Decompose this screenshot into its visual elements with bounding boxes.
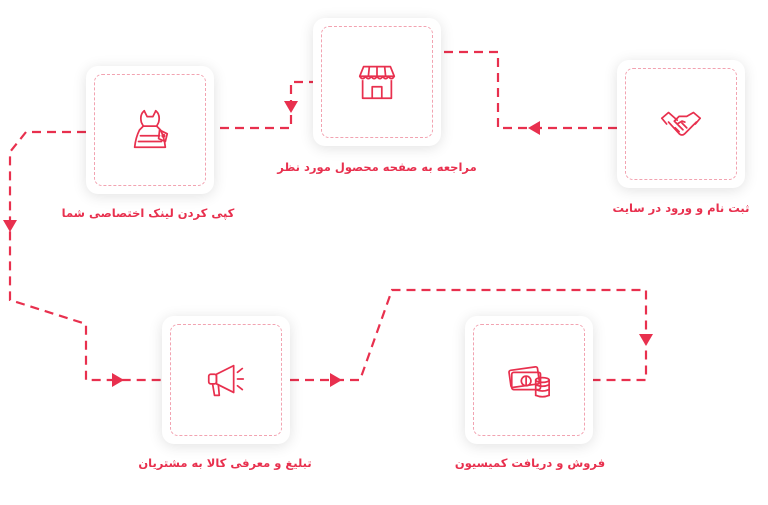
connector-3-4 xyxy=(8,130,162,382)
money-coins-icon xyxy=(508,365,550,398)
arrowhead-5 xyxy=(330,373,342,387)
handshake-icon xyxy=(660,111,702,136)
arrowhead-2 xyxy=(284,101,298,113)
step-label-advertise: تبلیغ و معرفی کالا به مشتریان xyxy=(138,456,312,470)
step-card-advertise xyxy=(162,316,290,444)
store-icon xyxy=(358,65,396,100)
arrowhead-4 xyxy=(112,373,124,387)
step-label-register: ثبت نام و ورود در سایت xyxy=(612,201,750,215)
step-card-frame xyxy=(170,324,282,436)
megaphone-icon xyxy=(207,364,245,397)
step-card-product-page xyxy=(313,18,441,146)
step-card-copy-link xyxy=(86,66,214,194)
arrowhead-1 xyxy=(528,121,540,135)
step-card-register xyxy=(617,60,745,188)
step-label-product-page: مراجعه به صفحه محصول مورد نظر xyxy=(277,160,477,174)
arrowhead-6 xyxy=(639,334,653,346)
step-card-commission xyxy=(465,316,593,444)
step-label-copy-link: کپی کردن لینک اختصاصی شما xyxy=(61,206,235,220)
dress-tag-icon xyxy=(133,109,169,149)
connector-2-3 xyxy=(214,80,318,130)
step-card-frame xyxy=(321,26,433,138)
connector-1-2 xyxy=(437,50,617,130)
step-label-commission: فروش و دریافت کمیسیون xyxy=(454,456,606,470)
step-card-frame xyxy=(94,74,206,186)
step-card-frame xyxy=(625,68,737,180)
arrowhead-3 xyxy=(3,220,17,232)
step-card-frame xyxy=(473,324,585,436)
connector-4-5 xyxy=(290,288,648,382)
